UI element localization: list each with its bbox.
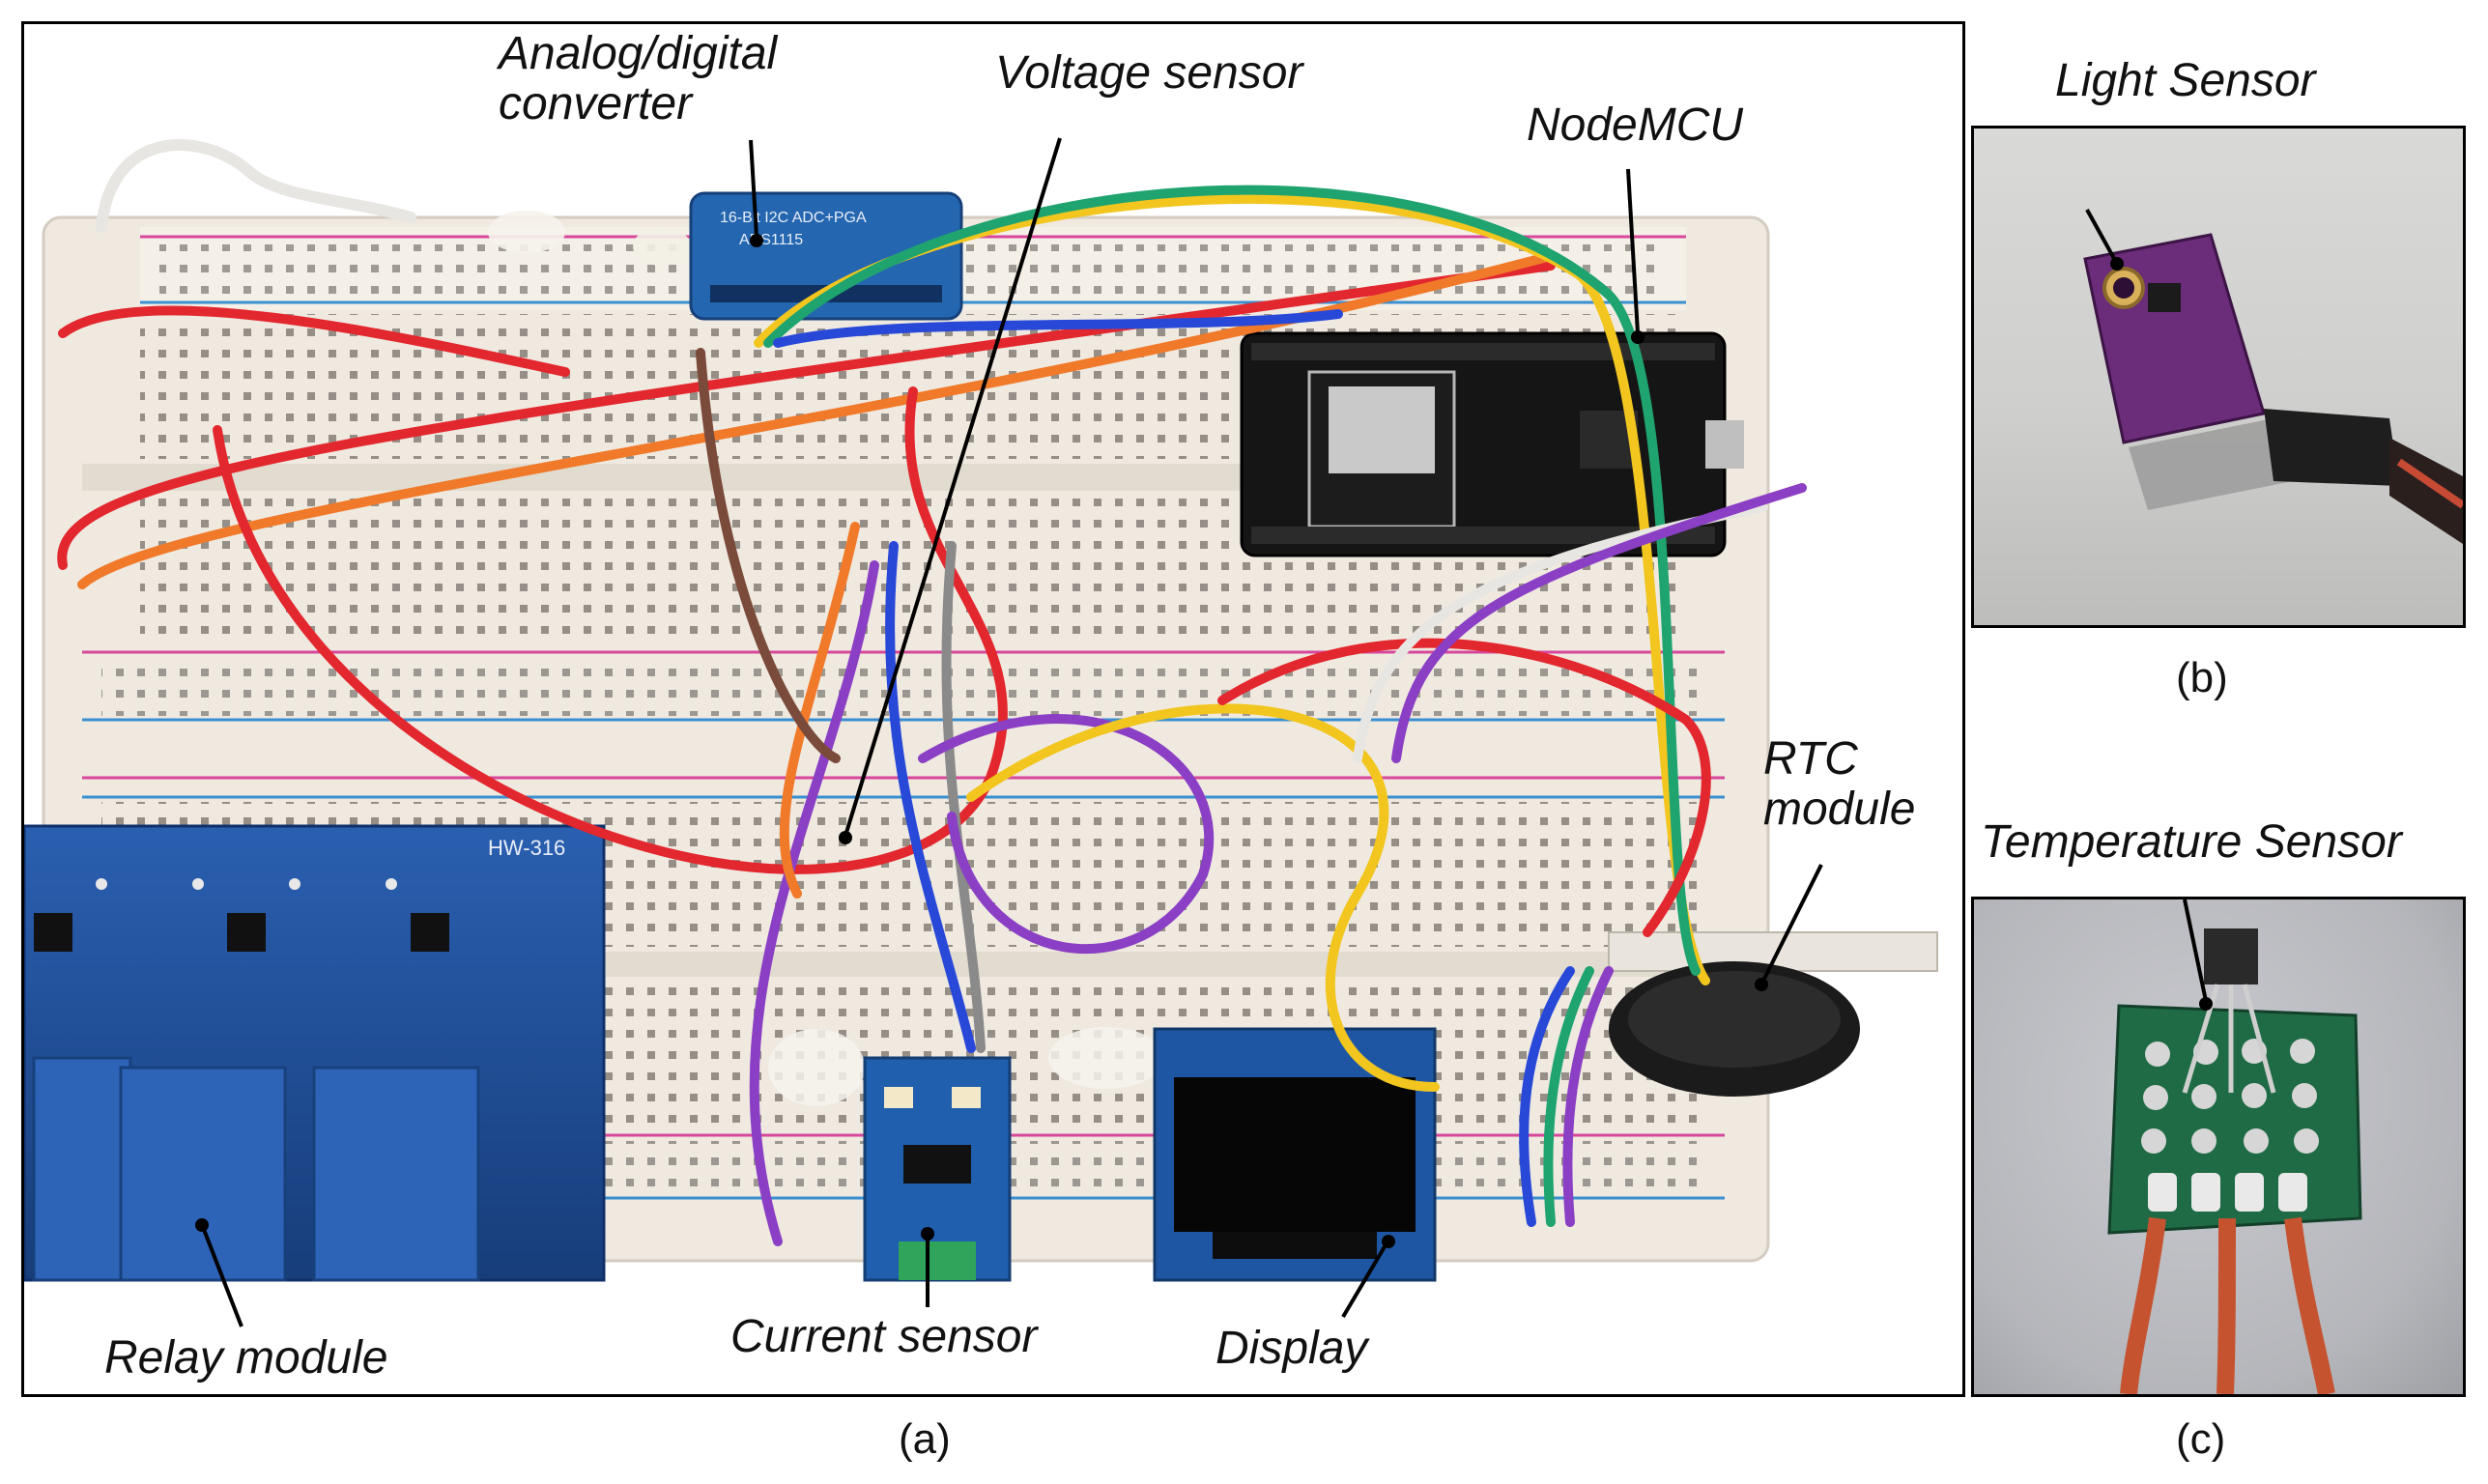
leader-dots-a bbox=[195, 234, 1768, 1248]
label-temperature-sensor: Temperature Sensor bbox=[1981, 816, 2402, 868]
label-rtc-module: RTC module bbox=[1763, 733, 1916, 835]
caption-b: (b) bbox=[2176, 654, 2228, 701]
label-relay-module: Relay module bbox=[104, 1332, 388, 1384]
caption-a: (a) bbox=[899, 1415, 951, 1463]
label-adc: Analog/digital converter bbox=[499, 28, 778, 129]
breadboard-photo-drawing: HW-316 16-Bit I2C ADC+PGA ADS1115 bbox=[24, 137, 1938, 1327]
label-current-sensor: Current sensor bbox=[730, 1311, 1038, 1362]
light-sensor-photo-drawing bbox=[2083, 209, 2463, 544]
nodemcu-board bbox=[1240, 331, 1744, 557]
svg-text:16-Bit I2C ADC+PGA: 16-Bit I2C ADC+PGA bbox=[720, 210, 867, 226]
wires bbox=[57, 139, 1807, 1246]
label-display: Display bbox=[1215, 1323, 1368, 1374]
caption-c: (c) bbox=[2176, 1415, 2226, 1463]
svg-text:ADS1115: ADS1115 bbox=[739, 232, 803, 248]
svg-text:HW-316: HW-316 bbox=[488, 836, 565, 860]
temperature-sensor-photo-drawing bbox=[2107, 899, 2362, 1394]
label-light-sensor: Light Sensor bbox=[2055, 55, 2316, 106]
rtc-module-board bbox=[1608, 931, 1938, 1097]
label-nodemcu: NodeMCU bbox=[1527, 100, 1744, 151]
photo-c-temperature-sensor bbox=[1971, 897, 2466, 1397]
label-voltage-sensor: Voltage sensor bbox=[995, 47, 1303, 99]
photo-b-light-sensor bbox=[1971, 126, 2466, 628]
current-sensor-board bbox=[863, 1056, 1012, 1282]
leader-lines-a bbox=[201, 137, 1823, 1327]
relay-module: HW-316 bbox=[24, 824, 606, 1282]
oled-display-board bbox=[1153, 1027, 1437, 1282]
photo-a-breadboard-setup: HW-316 16-Bit I2C ADC+PGA ADS1115 bbox=[21, 21, 1965, 1397]
